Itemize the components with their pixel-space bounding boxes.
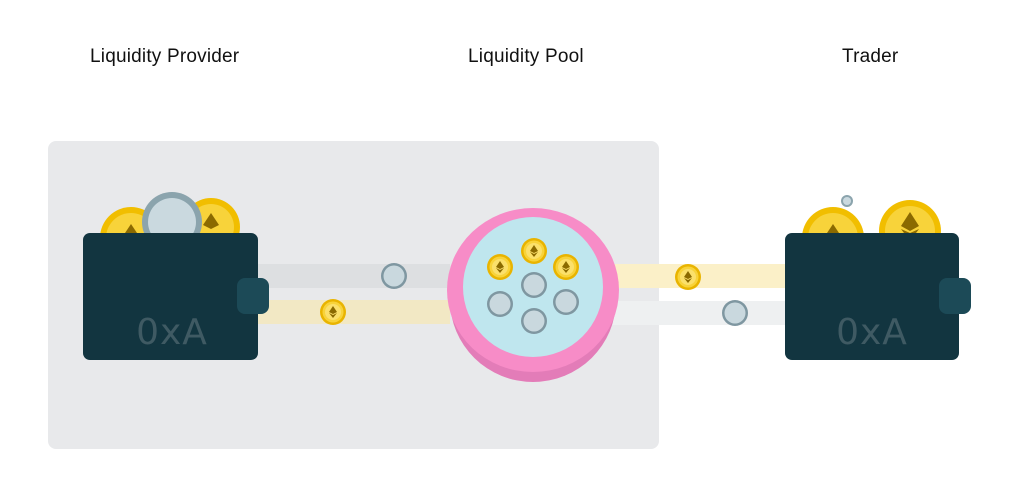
pool-gold-coin-icon	[487, 254, 513, 280]
trader-bubble-inner	[843, 197, 851, 205]
moving-silver-coin-2-icon	[722, 300, 748, 326]
pool-silver-coin-icon	[521, 272, 547, 298]
pool-silver-coin-icon	[521, 308, 547, 334]
pool-silver-coin-icon	[487, 291, 513, 317]
provider-title: Liquidity Provider	[90, 46, 240, 67]
lane-silver-provider	[258, 264, 450, 288]
trader-title: Trader	[842, 46, 899, 67]
lane-gold-provider	[258, 300, 450, 324]
moving-gold-coin-icon	[320, 299, 346, 325]
pool-gold-coin-icon	[553, 254, 579, 280]
lane-gold-trader	[612, 264, 790, 288]
provider-wallet-icon	[83, 233, 269, 360]
pool-gold-coin-icon	[521, 238, 547, 264]
moving-silver-coin-icon	[381, 263, 407, 289]
moving-gold-coin-2-icon	[675, 264, 701, 290]
pool-title: Liquidity Pool	[468, 46, 584, 67]
trader-wallet-label: 0xA	[836, 312, 908, 353]
lane-silver-trader	[612, 301, 790, 325]
pool-silver-coin-icon	[553, 289, 579, 315]
trader-wallet-icon	[785, 233, 971, 360]
provider-wallet-label: 0xA	[136, 312, 208, 353]
